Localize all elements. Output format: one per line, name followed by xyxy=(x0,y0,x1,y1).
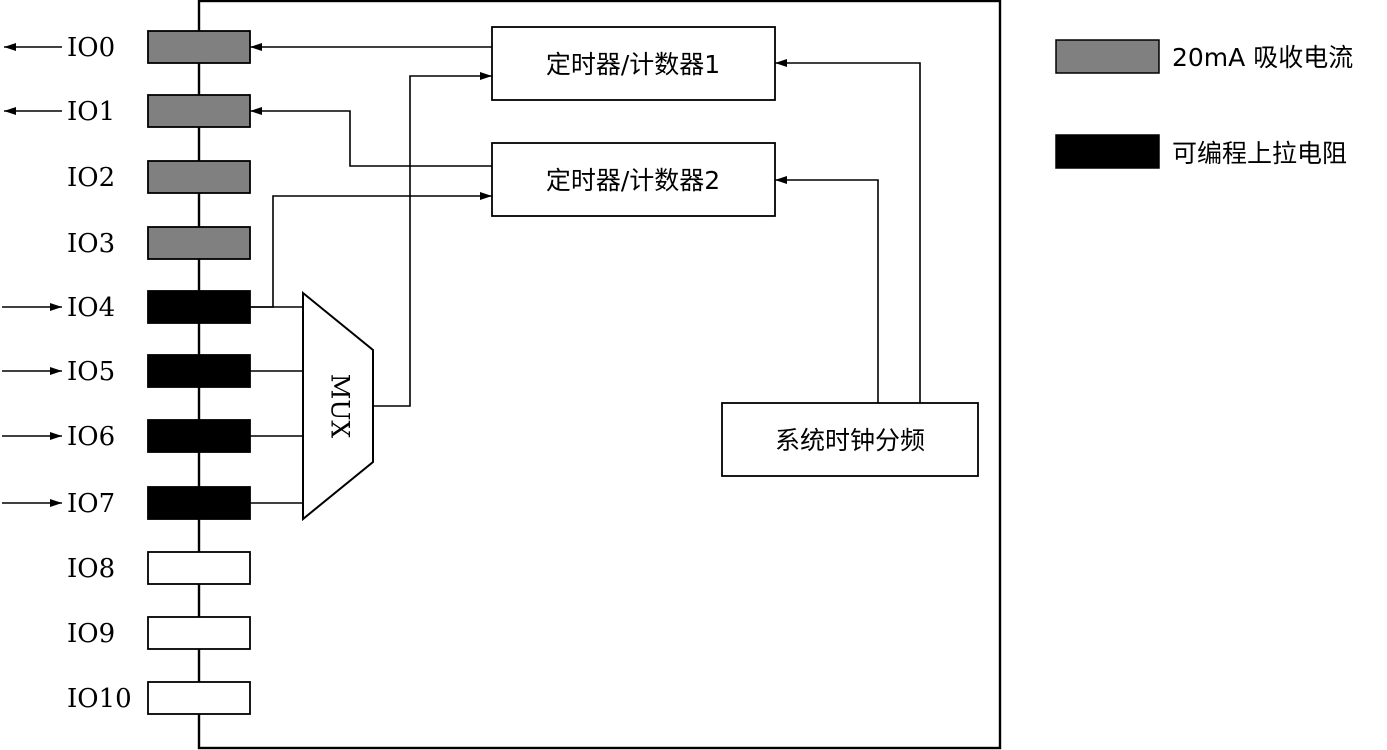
pin-label-io7: IO7 xyxy=(67,489,115,519)
clock-divider-label: 系统时钟分频 xyxy=(775,426,925,455)
mux-block: MUX xyxy=(302,290,374,522)
pin-pad-io4 xyxy=(147,290,251,324)
pin-label-io1: IO1 xyxy=(67,97,115,127)
legend: 20mA 吸收电流 可编程上拉电阻 xyxy=(1055,39,1353,169)
pin-label-io3: IO3 xyxy=(67,229,115,259)
pin-label-io4: IO4 xyxy=(67,293,115,323)
pin-label-io2: IO2 xyxy=(67,163,115,193)
clock-divider-block: 系统时钟分频 xyxy=(721,402,979,477)
wire-clock-to-timer1 xyxy=(775,59,921,403)
timer-counter-1-block: 定时器/计数器1 xyxy=(491,26,776,101)
legend-pullup-swatch xyxy=(1055,134,1160,169)
pin-row-io10: IO10 xyxy=(67,681,251,715)
pin-row-io3: IO3 xyxy=(67,226,251,260)
pin-row-io1: IO1 xyxy=(4,94,251,128)
pin-row-io7: IO7 xyxy=(2,486,251,520)
wire-timer2-to-io1 xyxy=(250,107,492,167)
pin-row-io4: IO4 xyxy=(2,290,251,324)
pin-pad-io6 xyxy=(147,419,251,453)
timer-counter-1-label: 定时器/计数器1 xyxy=(546,50,720,79)
pin-label-io8: IO8 xyxy=(67,554,115,584)
pin-pad-io5 xyxy=(147,354,251,388)
pin-row-io9: IO9 xyxy=(67,616,251,650)
legend-sink-label: 20mA 吸收电流 xyxy=(1172,43,1353,72)
pin-row-io2: IO2 xyxy=(67,160,251,194)
pin-row-io5: IO5 xyxy=(2,354,251,388)
wire-io4-to-timer2 xyxy=(250,192,492,308)
pin-pad-io10 xyxy=(147,681,251,715)
pin-label-io5: IO5 xyxy=(67,357,115,387)
pin-pad-io2 xyxy=(147,160,251,194)
pin-row-io8: IO8 xyxy=(67,551,251,585)
wire-clock-to-timer2 xyxy=(775,176,879,403)
pin-label-io10: IO10 xyxy=(67,684,132,714)
pin-pad-io7 xyxy=(147,486,251,520)
pin-pad-io9 xyxy=(147,616,251,650)
mux-label: MUX xyxy=(326,374,355,439)
pin-pad-io1 xyxy=(147,94,251,128)
pin-label-io6: IO6 xyxy=(67,422,115,452)
pin-label-io9: IO9 xyxy=(67,619,115,649)
legend-pullup-label: 可编程上拉电阻 xyxy=(1172,139,1347,168)
timer-counter-2-label: 定时器/计数器2 xyxy=(546,166,720,195)
pin-row-io0: IO0 xyxy=(4,30,251,64)
wire-mux-to-timer1 xyxy=(373,72,492,407)
mux-shape xyxy=(302,290,374,522)
clock-divider-box xyxy=(721,402,979,477)
connections xyxy=(250,43,921,504)
timer-counter-2-block: 定时器/计数器2 xyxy=(491,142,776,217)
pin-pad-io8 xyxy=(147,551,251,585)
pin-row-io6: IO6 xyxy=(2,419,251,453)
legend-sink-swatch xyxy=(1055,39,1160,74)
pin-pad-io3 xyxy=(147,226,251,260)
pin-pad-io0 xyxy=(147,30,251,64)
pin-label-io0: IO0 xyxy=(67,33,115,63)
